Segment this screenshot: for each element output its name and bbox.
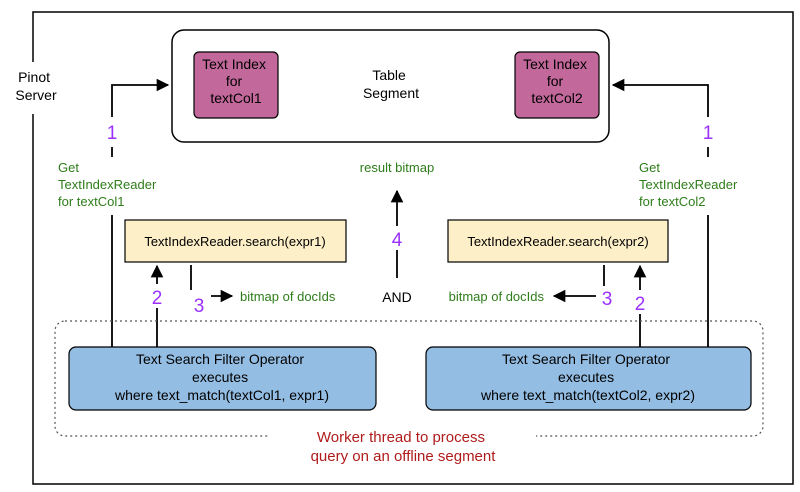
search-expr2-box (447, 219, 669, 263)
right-bitmap-label: bitmap of docIds (449, 289, 545, 304)
server-label-bg (0, 62, 70, 114)
left-step-2: 2 (152, 288, 163, 309)
left-step2-bg (146, 284, 168, 308)
right-get-reader-arrow (611, 78, 709, 347)
search-expr1-label: TextIndexReader.search(expr1) (144, 234, 325, 249)
left-get-reader-label: Get TextIndexReader for textCol1 (58, 160, 160, 209)
left-step-3: 3 (194, 296, 205, 317)
right-step-1: 1 (703, 123, 714, 144)
result-bitmap-label: result bitmap (360, 160, 434, 175)
right-step2-bg (629, 290, 651, 314)
right-step-2: 2 (635, 294, 646, 315)
text-index-textcol2-label: Text Index for textCol2 (523, 56, 591, 106)
right-get-reader-label: Get TextIndexReader for textCol2 (639, 160, 741, 209)
left-get-reader-arrow (111, 78, 170, 347)
worker-thread-label: Worker thread to process query on an off… (311, 429, 497, 465)
step4-bg (386, 226, 408, 250)
worker-label-bg (270, 425, 536, 469)
left-step3-bg (187, 290, 211, 316)
search-expr2-label: TextIndexReader.search(expr2) (467, 234, 648, 249)
filter-operator-textcol2-label: Text Search Filter Operator executes whe… (480, 351, 695, 403)
right-step1-bg (694, 117, 722, 147)
right-get-reader-bg (636, 157, 762, 215)
left-bitmap-label: bitmap of docIds (240, 289, 336, 304)
right-step3-bg (596, 286, 616, 308)
table-segment-label: Table Segment (363, 67, 419, 101)
left-step1-bg (98, 117, 126, 147)
text-index-textcol1-label: Text Index for textCol1 (202, 56, 270, 106)
right-step-3: 3 (602, 289, 613, 310)
table-segment-box (171, 29, 610, 143)
server-label: Pinot Server (15, 69, 57, 103)
text-index-textcol1 (193, 51, 279, 119)
filter-operator-textcol2 (425, 346, 752, 411)
and-label: AND (382, 289, 412, 305)
step-4: 4 (392, 230, 403, 251)
left-get-reader-bg (55, 157, 173, 215)
text-index-textcol2 (514, 51, 600, 119)
search-expr1-box (124, 219, 347, 263)
pinot-server-frame (32, 11, 794, 485)
left-step-1: 1 (107, 123, 118, 144)
worker-thread-region (54, 320, 764, 437)
filter-operator-textcol1-label: Text Search Filter Operator executes whe… (114, 351, 329, 403)
filter-operator-textcol1 (68, 346, 377, 411)
